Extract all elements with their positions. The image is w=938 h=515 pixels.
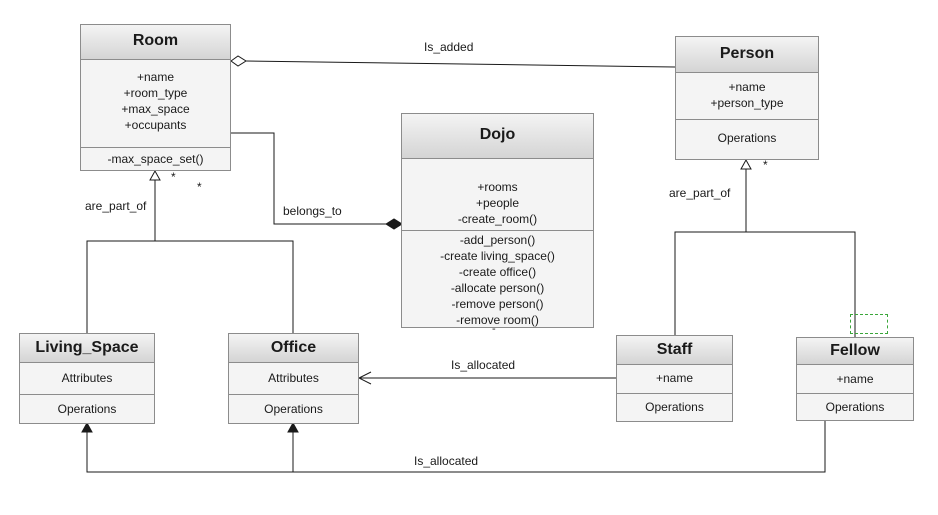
operation: -add_person() — [459, 233, 536, 247]
attribute: +rooms — [477, 180, 518, 194]
dojo-operations: -add_person() -create living_space() -cr… — [402, 231, 593, 327]
dojo-class[interactable]: Dojo +rooms +people -create_room() -add_… — [401, 113, 594, 328]
fellow-is-allocated-label: Is_allocated — [414, 454, 479, 468]
room-operations: -max_space_set() — [81, 148, 230, 170]
attribute: +occupants — [124, 118, 187, 132]
selection-marker[interactable] — [850, 314, 888, 334]
attribute: +name — [728, 80, 766, 94]
operation: -remove person() — [451, 297, 544, 311]
is-added-label: Is_added — [424, 40, 474, 54]
person-operations: Operations — [676, 120, 818, 159]
living-space-class[interactable]: Living_Space Attributes Operations — [19, 333, 155, 424]
fellow-attributes: +name — [797, 365, 913, 394]
person-attributes: +name +person_type — [676, 73, 818, 120]
person-generalization-line — [674, 169, 856, 337]
multiplicity-label: * — [197, 180, 202, 194]
room-class-name: Room — [81, 25, 230, 60]
office-arrowhead — [287, 421, 299, 433]
operation: Operations — [717, 131, 777, 145]
multiplicity-label: * — [171, 170, 176, 184]
multiplicity-label: * — [763, 158, 768, 172]
living-space-arrowhead — [81, 421, 93, 433]
room-class[interactable]: Room +name +room_type +max_space +occupa… — [80, 24, 231, 171]
operation: -create office() — [458, 265, 537, 279]
attribute: +room_type — [123, 86, 188, 100]
person-class[interactable]: Person +name +person_type Operations — [675, 36, 819, 160]
office-attributes: Attributes — [229, 363, 358, 395]
dojo-class-name: Dojo — [402, 114, 593, 159]
staff-class-name: Staff — [617, 336, 732, 365]
fellow-class-name: Fellow — [797, 338, 913, 365]
office-class-name: Office — [229, 334, 358, 363]
living-space-attributes: Attributes — [20, 363, 154, 395]
staff-office-arrowhead — [357, 371, 372, 385]
room-inheritance-arrow — [149, 169, 161, 181]
attribute: +name — [136, 70, 175, 84]
operation: -remove room() — [456, 313, 539, 327]
person-are-part-of-label: are_part_of — [669, 186, 731, 200]
staff-operations: Operations — [645, 400, 704, 414]
room-are-part-of-label: are_part_of — [85, 199, 147, 213]
living-space-class-name: Living_Space — [20, 334, 154, 363]
composition-diamond — [385, 218, 403, 230]
person-class-name: Person — [676, 37, 818, 73]
room-generalization-line — [86, 180, 294, 333]
staff-class[interactable]: Staff +name Operations — [616, 335, 733, 422]
staff-is-allocated-label: Is_allocated — [451, 358, 516, 372]
attribute: +max_space — [121, 102, 190, 116]
staff-attributes: +name — [617, 365, 732, 394]
attribute: +person_type — [710, 96, 784, 110]
attribute: -create_room() — [457, 212, 538, 226]
operation: -allocate person() — [450, 281, 545, 295]
fellow-class[interactable]: Fellow +name Operations — [796, 337, 914, 421]
operation: -create living_space() — [440, 249, 555, 263]
operation: - — [492, 323, 496, 335]
fellow-operations: Operations — [825, 400, 885, 414]
fellow-allocation-line — [86, 421, 826, 473]
operation: -max_space_set() — [107, 152, 204, 166]
aggregation-diamond — [230, 55, 247, 67]
person-inheritance-arrow — [740, 158, 752, 170]
is-added-line — [245, 60, 676, 68]
belongs-to-line — [231, 132, 386, 225]
office-operations: Operations — [264, 402, 323, 416]
office-class[interactable]: Office Attributes Operations — [228, 333, 359, 424]
living-space-operations: Operations — [57, 402, 117, 416]
attribute: +people — [475, 196, 520, 210]
belongs-to-label: belongs_to — [283, 204, 342, 218]
dojo-attributes: +rooms +people -create_room() — [402, 159, 593, 231]
room-attributes: +name +room_type +max_space +occupants — [81, 60, 230, 148]
